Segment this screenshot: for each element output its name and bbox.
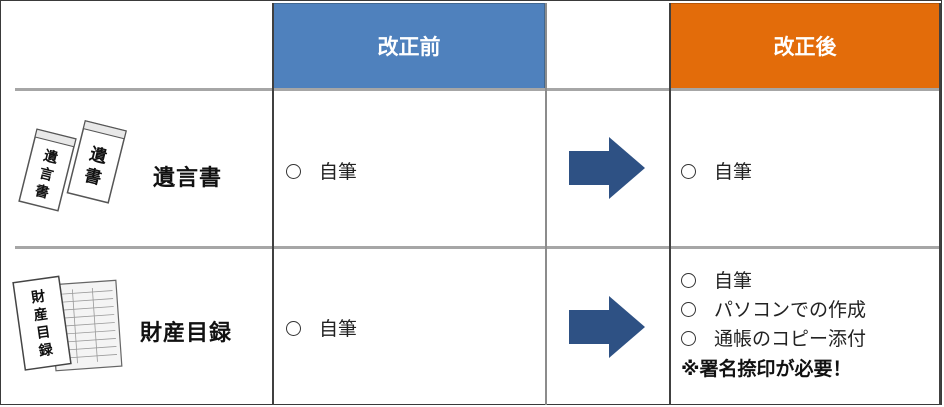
list-item: 自筆 xyxy=(681,267,936,296)
will-envelopes-icon: 遺 言 書 遺 書 xyxy=(18,119,127,212)
svg-text:産: 産 xyxy=(33,305,49,324)
header-after-label: 改正後 xyxy=(773,35,837,59)
list-item: 通帳のコピー添付 xyxy=(681,325,936,354)
header-before-label: 改正前 xyxy=(377,35,441,59)
signature-seal-note: ※署名捺印が必要！ xyxy=(681,358,852,380)
asset-list-documents-icon: 財 産 目 録 xyxy=(12,275,123,372)
column-divider-after xyxy=(939,3,941,405)
column-divider-label xyxy=(272,3,274,405)
circle-bullet-icon xyxy=(286,321,301,336)
asset-before-value: 自筆 xyxy=(286,314,357,341)
will-before-value: 自筆 xyxy=(286,157,357,184)
svg-text:遺: 遺 xyxy=(42,147,61,167)
list-item: パソコンでの作成 xyxy=(681,296,936,325)
will-after-value: 自筆 xyxy=(681,157,752,184)
column-divider-arrow xyxy=(669,3,671,405)
svg-text:録: 録 xyxy=(38,341,55,360)
circle-bullet-icon xyxy=(681,164,696,179)
row-label-will: 遺言書 xyxy=(153,166,223,191)
svg-text:書: 書 xyxy=(82,165,104,189)
svg-text:書: 書 xyxy=(33,182,51,202)
row-label-asset-list: 財産目録 xyxy=(140,321,233,346)
circle-bullet-icon xyxy=(681,302,696,317)
asset-after-list: 自筆 パソコンでの作成 通帳のコピー添付 ※署名捺印が必要！ xyxy=(681,267,936,384)
svg-text:目: 目 xyxy=(35,324,51,342)
svg-text:言: 言 xyxy=(38,164,56,184)
row-divider-top xyxy=(15,88,940,91)
circle-bullet-icon xyxy=(681,331,696,346)
column-divider-before xyxy=(545,3,547,405)
svg-text:財: 財 xyxy=(29,288,46,307)
circle-bullet-icon xyxy=(681,273,696,288)
row-divider-middle xyxy=(15,246,940,249)
arrow-right-icon xyxy=(569,296,645,358)
arrow-right-icon xyxy=(569,137,645,199)
svg-text:遺: 遺 xyxy=(88,143,111,168)
header-after: 改正後 xyxy=(670,3,940,89)
header-before: 改正前 xyxy=(273,3,545,89)
circle-bullet-icon xyxy=(286,164,301,179)
